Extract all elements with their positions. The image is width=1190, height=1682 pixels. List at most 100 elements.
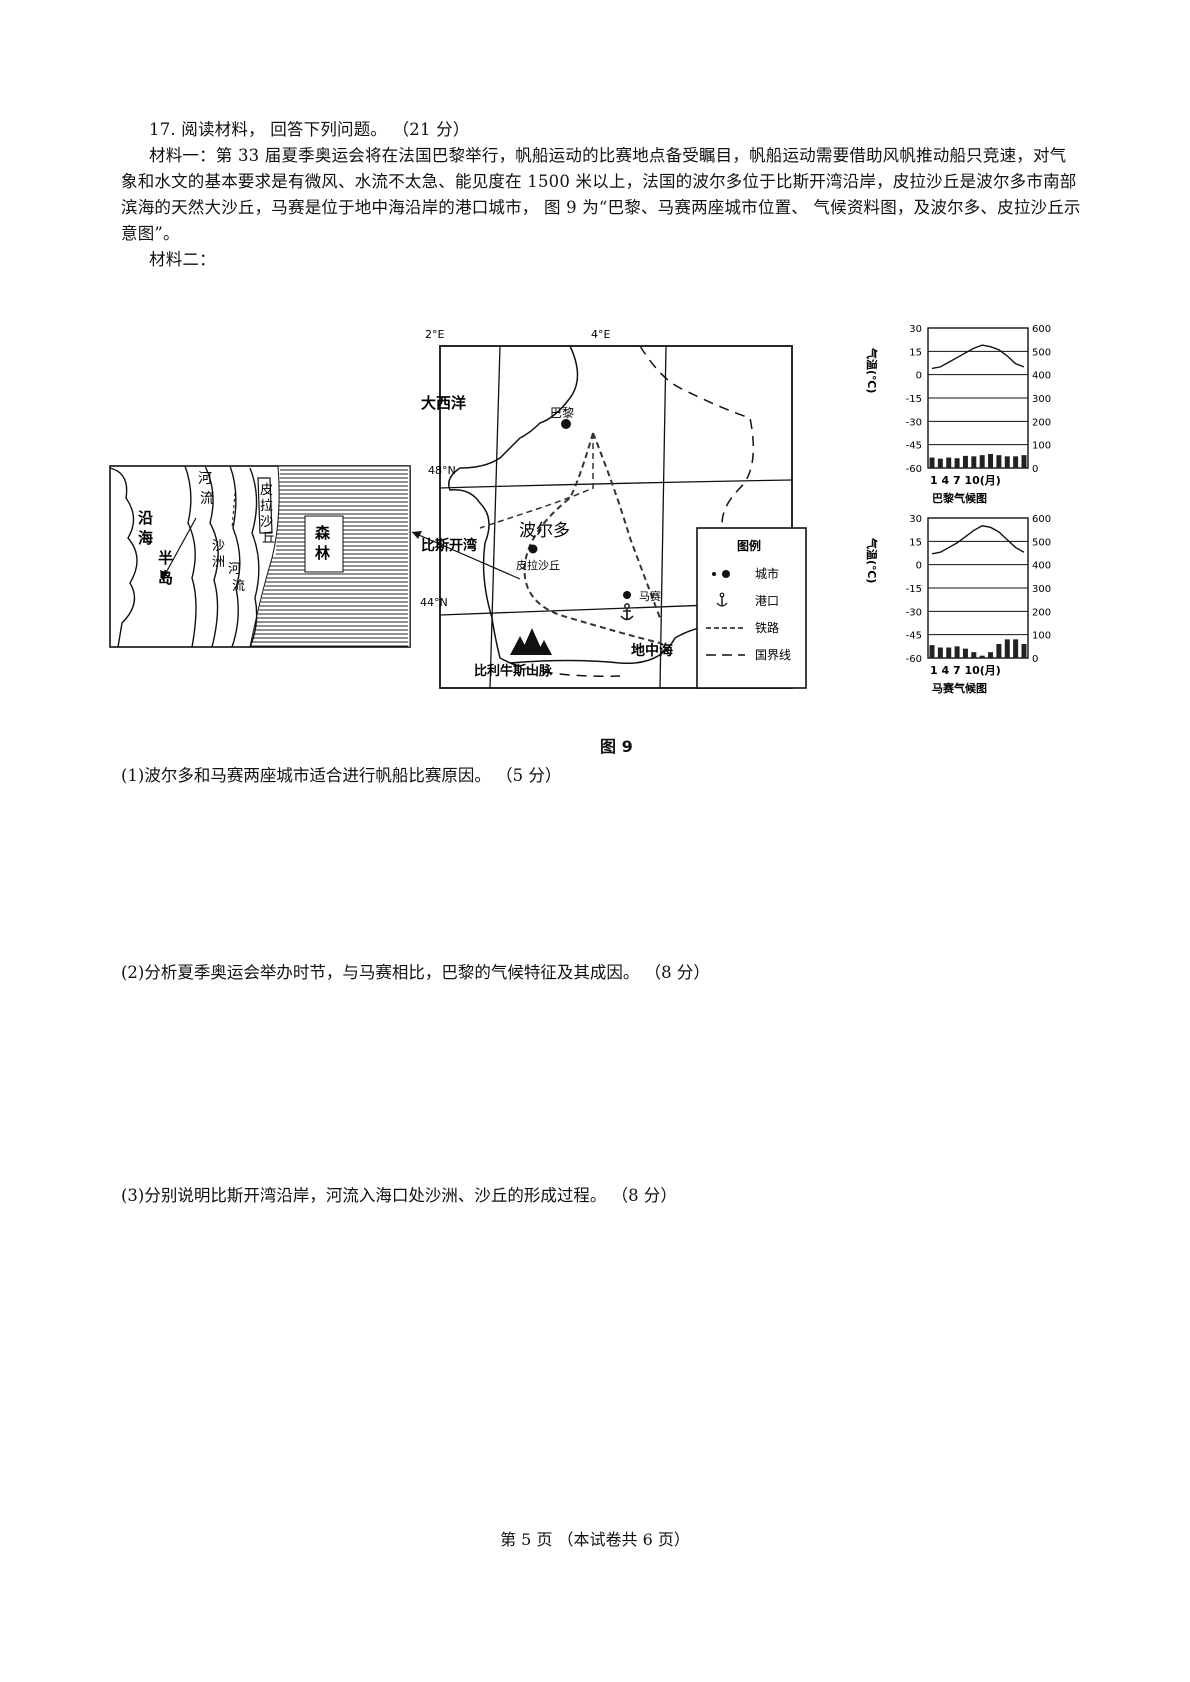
inset-sketch: 沿 海 半 岛 河 流 皮 拉 沙 丘 森 林 沙 洲 河 流 (109, 465, 411, 648)
paris-dot (561, 419, 571, 429)
temp-tick-label: -45 (906, 441, 922, 452)
precip-bar (1013, 639, 1019, 658)
page-footer: 第 5 页 （本试卷共 6 页） (500, 1530, 690, 1549)
temp-tick-label: -45 (906, 631, 922, 642)
legend-city: 城市 (755, 566, 779, 581)
inset-river2-2: 流 (232, 579, 245, 594)
forest-hatch (249, 465, 411, 648)
marseille-dot (623, 591, 631, 599)
mountain-icon (510, 628, 552, 655)
temp-tick-label: 15 (909, 537, 922, 548)
precip-bar (937, 458, 943, 468)
precip-bar (1004, 456, 1010, 468)
anchor-icon (620, 603, 634, 621)
question-title: 17. 阅读材料， 回答下列问题。 （21 分） 材料一：第 33 届夏季奥运会… (121, 117, 1081, 273)
chart-title: 马赛气候图 (932, 681, 987, 695)
label-pilat: 皮拉沙丘 (516, 558, 560, 572)
temp-tick-label: -30 (906, 607, 922, 618)
temp-tick-label: 0 (916, 561, 922, 572)
precip-bar (996, 644, 1002, 658)
label-bordeaux: 波尔多 (519, 521, 570, 541)
temp-tick-label: 15 (909, 347, 922, 358)
precip-bar (996, 455, 1002, 468)
chart-title: 巴黎气候图 (932, 491, 987, 505)
precip-bar (988, 454, 994, 468)
lat-48n: 48°N (428, 464, 456, 477)
legend-anchor-icon (716, 592, 728, 607)
precip-tick-label: 200 (1032, 607, 1051, 618)
inset-dune-4: 丘 (262, 531, 275, 546)
inset-forest-2: 林 (315, 544, 331, 562)
legend: 图例 城市 港口 铁路 国界线 (696, 527, 807, 689)
question-1: (1)波尔多和马赛两座城市适合进行帆船比赛原因。 （5 分） (121, 766, 562, 785)
precip-tick-label: 300 (1032, 394, 1051, 405)
material-two: 材料二： (149, 250, 216, 269)
lon-2e: 2°E (425, 328, 444, 341)
precip-tick-label: 500 (1032, 347, 1051, 358)
precip-bar (946, 457, 952, 468)
inset-peninsula-2: 海 (138, 529, 153, 547)
temperature-line (931, 525, 1025, 555)
temp-tick-label: -15 (906, 394, 922, 405)
temp-tick-label: 30 (909, 324, 922, 335)
temp-tick-label: 30 (909, 514, 922, 525)
precip-bar (971, 652, 977, 658)
precip-bar (937, 647, 943, 658)
question-heading: 17. 阅读材料， 回答下列问题。 （21 分） (149, 120, 470, 139)
temp-axis-label: 气温(℃) (865, 347, 879, 393)
month-ticks: 1 4 7 10(月) (930, 664, 1001, 677)
precip-tick-label: 600 (1032, 514, 1051, 525)
precip-tick-label: 200 (1032, 417, 1051, 428)
temp-tick-label: 0 (916, 371, 922, 382)
inset-dune-2: 拉 (260, 499, 273, 514)
temperature-line (931, 344, 1025, 370)
precip-bar (962, 455, 968, 468)
figure-9: 沿 海 半 岛 河 流 皮 拉 沙 丘 森 林 沙 洲 河 流 (109, 324, 1051, 695)
inset-dune-3: 沙 (260, 515, 273, 530)
precip-tick-label: 400 (1032, 371, 1051, 382)
precip-bar (946, 647, 952, 658)
figure-caption: 图 9 (600, 737, 633, 756)
precip-tick-label: 400 (1032, 561, 1051, 572)
label-mediterranean: 地中海 (631, 642, 673, 659)
precip-tick-label: 500 (1032, 537, 1051, 548)
precip-bar (929, 457, 935, 468)
france-map: 2°E 4°E 48°N 44°N 大西洋 比斯开湾 巴黎 波尔多 皮拉沙丘 马… (420, 328, 793, 689)
precip-tick-label: 100 (1032, 631, 1051, 642)
precip-tick-label: 0 (1032, 464, 1038, 475)
label-pyrenees: 比利牛斯山脉 (474, 663, 553, 679)
precip-bar (971, 456, 977, 468)
lat-44n: 44°N (420, 596, 448, 609)
legend-title: 图例 (737, 538, 761, 553)
precip-tick-label: 0 (1032, 654, 1038, 665)
inset-peninsula-4: 岛 (158, 569, 173, 587)
temp-tick-label: -15 (906, 584, 922, 595)
precip-tick-label: 100 (1032, 441, 1051, 452)
precip-tick-label: 600 (1032, 324, 1051, 335)
precip-bar (954, 646, 960, 658)
precip-bar (1021, 644, 1027, 658)
label-atlantic: 大西洋 (421, 394, 466, 412)
inset-peninsula-3: 半 (158, 549, 173, 567)
precip-bar (988, 652, 994, 658)
inset-peninsula-1: 沿 (138, 509, 153, 527)
precip-bar (1004, 639, 1010, 658)
inset-sandbar-2: 洲 (212, 555, 225, 570)
precip-tick-label: 300 (1032, 584, 1051, 595)
inset-forest-1: 森 (315, 524, 331, 542)
label-paris: 巴黎 (550, 406, 574, 420)
inset-river2-1: 河 (228, 562, 241, 577)
legend-railway: 铁路 (755, 620, 779, 635)
bordeaux-dot (528, 544, 538, 554)
material-one: 材料一：第 33 届夏季奥运会将在法国巴黎举行，帆船运动的比赛地点备受瞩目，帆船… (121, 146, 1081, 243)
precip-bar (1021, 455, 1027, 468)
month-ticks: 1 4 7 10(月) (930, 474, 1001, 487)
precip-bar (979, 655, 985, 658)
precip-bar (1013, 456, 1019, 468)
legend-port: 港口 (755, 594, 779, 608)
question-2: (2)分析夏季奥运会举办时节，与马赛相比，巴黎的气候特征及其成因。 （8 分） (121, 963, 710, 982)
inset-sandbar-1: 沙 (212, 539, 225, 554)
inset-dune-1: 皮 (260, 483, 273, 498)
